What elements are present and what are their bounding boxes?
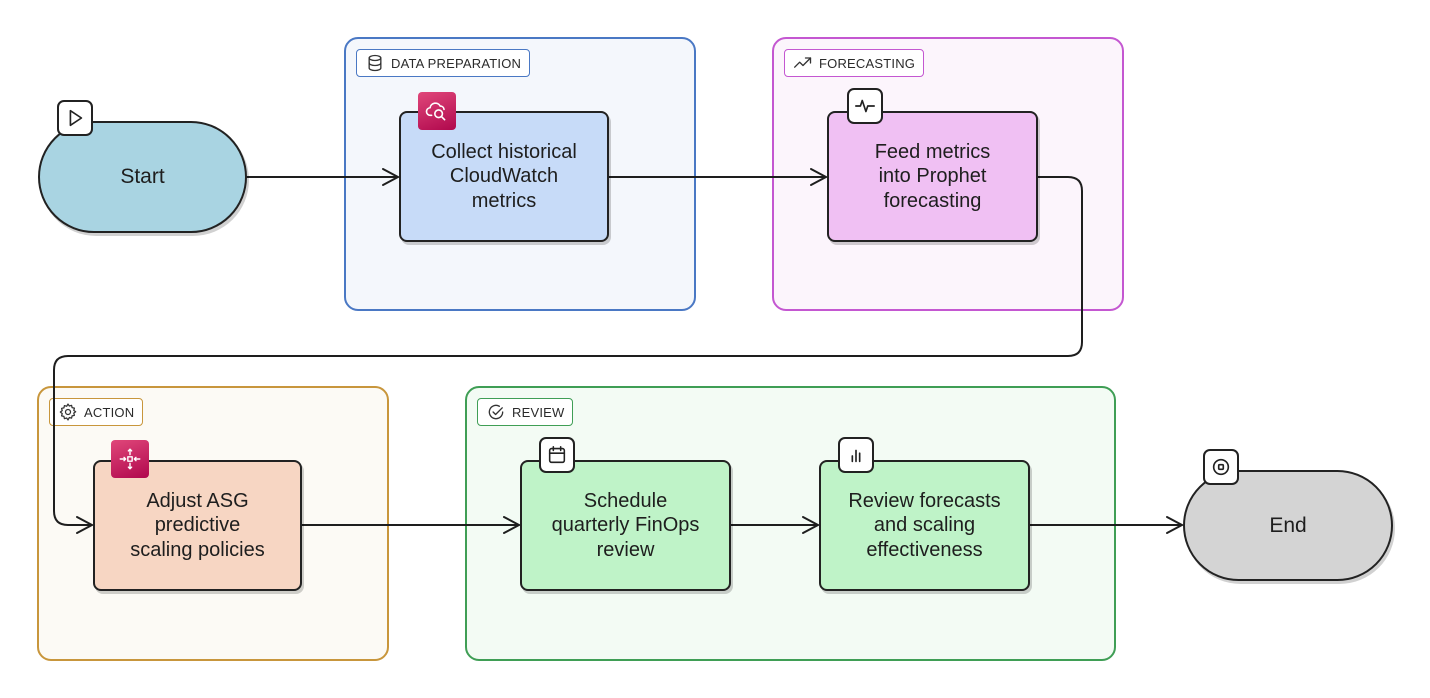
check-circle-icon [488,404,504,420]
adjust-label: Adjust ASG predictive scaling policies [130,489,265,561]
calendar-icon [548,445,566,464]
stop-icon [1212,458,1230,476]
arrowhead [76,516,93,534]
collect-label: Collect historical CloudWatch metrics [431,140,577,212]
feed-badge [847,88,883,124]
start-badge [57,100,93,136]
group-title: FORECASTING [819,55,916,71]
group-label-action: ACTION [49,398,144,426]
adjust-node[interactable]: Adjust ASG predictive scaling policies [93,460,302,591]
play-icon [69,109,83,127]
arrowhead [802,516,819,534]
edge-feed-adjust [53,176,1083,526]
group-title: ACTION [84,404,135,420]
review-forecasts-label: Review forecasts and scaling effectivene… [848,489,1001,561]
autoscaling-icon [119,448,141,470]
feed-node[interactable]: Feed metrics into Prophet forecasting [827,111,1038,242]
activity-icon [855,99,875,113]
start-node[interactable]: Start [38,121,247,233]
trend-up-icon [794,57,812,68]
schedule-node[interactable]: Schedule quarterly FinOps review [520,460,731,591]
review-forecasts-badge [838,437,874,473]
database-icon [368,54,382,72]
group-title: REVIEW [512,404,565,420]
review-forecasts-node[interactable]: Review forecasts and scaling effectivene… [819,460,1030,591]
feed-label: Feed metrics into Prophet forecasting [874,140,991,212]
arrowhead [382,168,399,186]
bar-chart-icon [851,449,861,463]
schedule-badge [539,437,575,473]
collect-node[interactable]: Collect historical CloudWatch metrics [399,111,609,242]
group-label-review: REVIEW [477,398,574,426]
end-node[interactable]: End [1183,470,1393,581]
group-label-forecasting: FORECASTING [784,49,925,77]
cloudwatch-icon [425,102,446,121]
start-label: Start [120,165,165,188]
schedule-label: Schedule quarterly FinOps review [551,489,700,561]
end-label: End [1269,513,1307,537]
arrowhead [503,516,520,534]
end-badge [1203,449,1239,485]
cloudwatch-badge [418,92,456,130]
group-label-data-preparation: DATA PREPARATION [356,49,531,77]
autoscaling-badge [111,440,149,478]
gear-icon [59,403,77,421]
group-forecasting: FORECASTING [772,37,1124,311]
group-title: DATA PREPARATION [391,55,522,71]
arrowhead [810,168,827,186]
arrowhead [1166,516,1183,534]
